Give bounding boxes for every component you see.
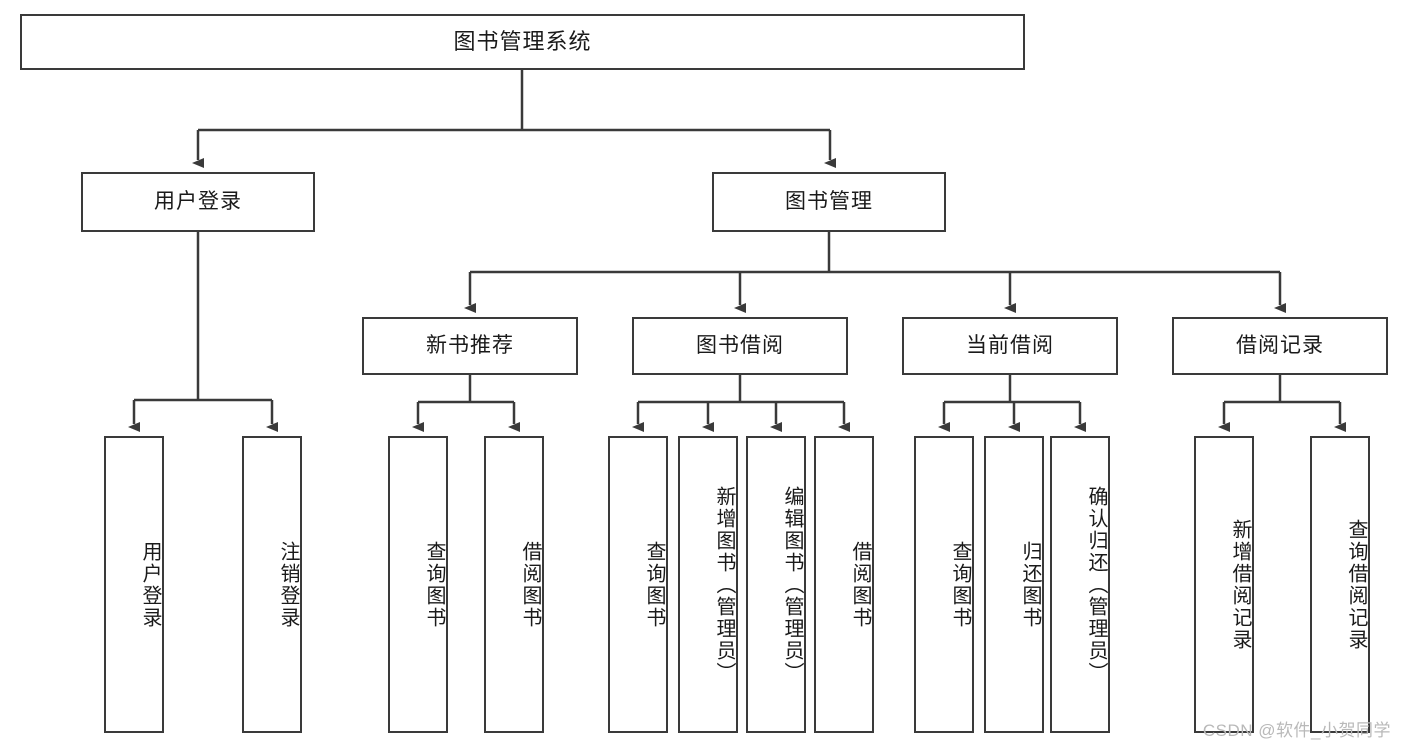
leaf-query-book-1[interactable]: 查询图书: [388, 436, 448, 733]
leaf-user-login[interactable]: 用户登录: [104, 436, 164, 733]
node-new-book-recommend[interactable]: 新书推荐: [362, 317, 578, 375]
leaf-edit-book[interactable]: 编辑图书（管理员）: [746, 436, 806, 733]
leaf-add-book[interactable]: 新增图书（管理员）: [678, 436, 738, 733]
node-current-borrow[interactable]: 当前借阅: [902, 317, 1118, 375]
leaf-return-book[interactable]: 归还图书: [984, 436, 1044, 733]
node-root[interactable]: 图书管理系统: [20, 14, 1025, 70]
watermark-text: CSDN @软件_小贺同学: [1202, 721, 1391, 740]
leaf-query-book-3[interactable]: 查询图书: [914, 436, 974, 733]
leaf-query-record[interactable]: 查询借阅记录: [1310, 436, 1370, 733]
leaf-query-book-2[interactable]: 查询图书: [608, 436, 668, 733]
node-book-manage[interactable]: 图书管理: [712, 172, 946, 232]
node-borrow-record[interactable]: 借阅记录: [1172, 317, 1388, 375]
node-user-login[interactable]: 用户登录: [81, 172, 315, 232]
leaf-logout[interactable]: 注销登录: [242, 436, 302, 733]
leaf-borrow-book-2[interactable]: 借阅图书: [814, 436, 874, 733]
leaf-confirm-return[interactable]: 确认归还（管理员）: [1050, 436, 1110, 733]
leaf-add-record[interactable]: 新增借阅记录: [1194, 436, 1254, 733]
node-book-borrow[interactable]: 图书借阅: [632, 317, 848, 375]
leaf-borrow-book-1[interactable]: 借阅图书: [484, 436, 544, 733]
